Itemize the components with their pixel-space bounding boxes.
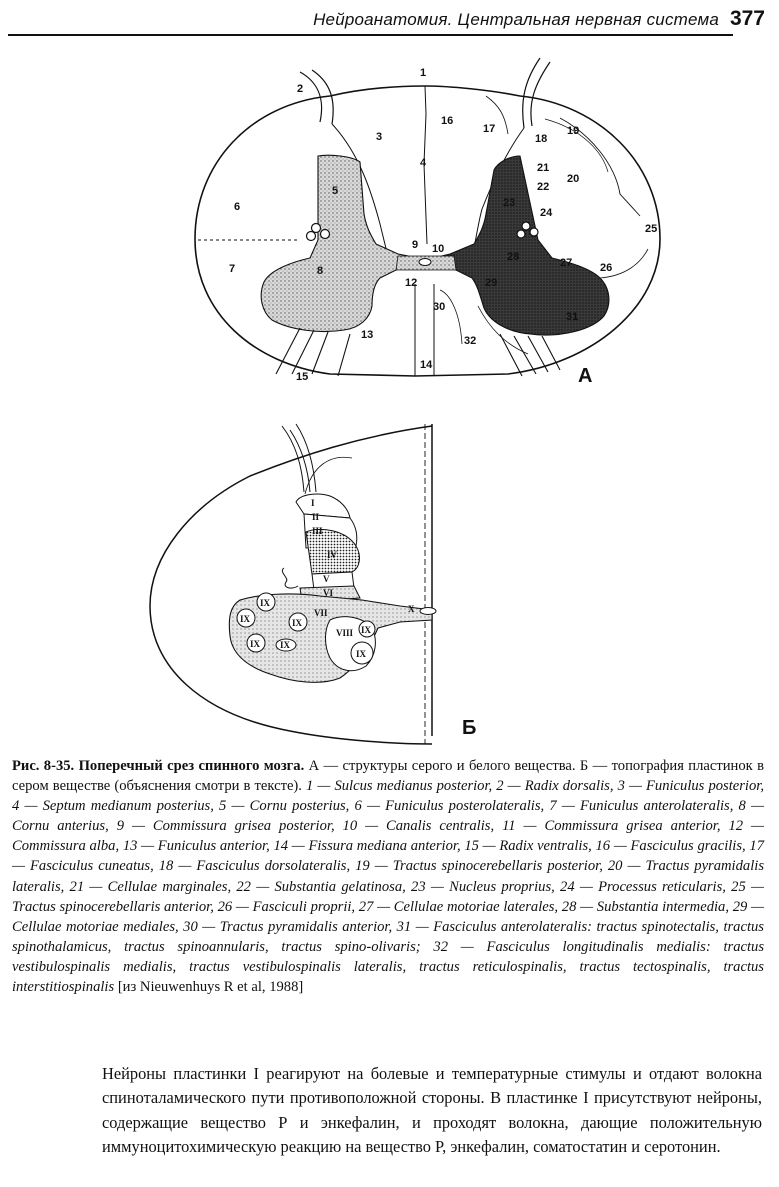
running-title: Нейроанатомия. Центральная нервная систе… [313, 10, 719, 30]
lamina-label-VIII: VIII [336, 628, 354, 638]
label-23: 23 [503, 197, 515, 209]
label-12: 12 [405, 277, 417, 289]
lamina-label-VII: VII [314, 608, 328, 618]
figure-shape [420, 608, 436, 615]
lamina-label-I: I [311, 498, 315, 508]
page-number: 377 [730, 7, 765, 31]
label-5: 5 [332, 185, 338, 197]
figure-a-letter: А [578, 365, 592, 387]
lamina-label-IV: IV [327, 550, 338, 560]
label-15: 15 [296, 371, 308, 383]
grey-matter-right [438, 156, 609, 335]
label-6: 6 [234, 201, 240, 213]
label-1: 1 [420, 67, 426, 79]
label-14: 14 [420, 359, 433, 371]
dorsal-root-right [523, 58, 550, 128]
lamina-label-VI: VI [323, 588, 333, 598]
figure-a-spinal-cord-section: 1 2 3 4 5 6 7 8 9 10 12 13 14 15 16 17 1… [0, 44, 779, 394]
label-17: 17 [483, 123, 495, 135]
figure-shape [517, 230, 525, 238]
lamina-label-V: V [323, 574, 330, 584]
figure-shape [321, 230, 330, 239]
label-13: 13 [361, 329, 373, 341]
figure-shape [282, 568, 298, 588]
label-2: 2 [297, 83, 303, 95]
central-canal [419, 259, 431, 266]
cord-outline [195, 86, 660, 376]
caption-legend: 1 — Sulcus medianus posterior, 2 — Radix… [12, 778, 764, 995]
label-18: 18 [535, 133, 547, 145]
label-9: 9 [412, 239, 418, 251]
grey-matter-left [261, 155, 412, 331]
header-rule [8, 34, 733, 36]
label-20: 20 [567, 173, 579, 185]
lamina-label-IX-3: IX [292, 618, 303, 628]
label-28: 28 [507, 251, 519, 263]
body-paragraph: Нейроны пластинки I реагируют на болевые… [102, 1062, 762, 1160]
label-32: 32 [464, 335, 476, 347]
figure-caption: Рис. 8-35. Поперечный срез спинного мозг… [12, 756, 764, 997]
lamina-label-IX-4: IX [250, 639, 261, 649]
lamina-label-II: II [312, 512, 320, 522]
label-24: 24 [540, 207, 553, 219]
label-27: 27 [560, 257, 572, 269]
lamina-label-IX-6: IX [361, 625, 372, 635]
lamina-label-III: III [312, 526, 323, 536]
label-19: 19 [567, 125, 579, 137]
label-3: 3 [376, 131, 382, 143]
hemicord-outline [150, 424, 432, 744]
dorsal-root-left [300, 70, 333, 124]
figure-shape [522, 222, 530, 230]
label-25: 25 [645, 223, 657, 235]
figure-a-labels: 1 2 3 4 5 6 7 8 9 10 12 13 14 15 16 17 1… [229, 67, 657, 383]
label-21: 21 [537, 162, 549, 174]
label-22: 22 [537, 181, 549, 193]
lamina-label-IX-1: IX [260, 598, 271, 608]
figure-shape [530, 228, 538, 236]
figure-shape [440, 290, 462, 344]
label-29: 29 [485, 277, 497, 289]
label-4: 4 [420, 157, 427, 169]
label-7: 7 [229, 263, 235, 275]
page-header: Нейроанатомия. Центральная нервная систе… [0, 6, 779, 38]
lamina-label-IX-5: IX [280, 640, 291, 650]
label-8: 8 [317, 265, 323, 277]
ventral-root-left [276, 328, 350, 376]
figure-b-letter: Б [462, 717, 476, 739]
label-16: 16 [441, 115, 453, 127]
figure-shape [307, 232, 316, 241]
lamina-label-IX-7: IX [356, 649, 367, 659]
label-10: 10 [432, 243, 444, 255]
label-31: 31 [566, 311, 578, 323]
caption-lead: Рис. 8-35. Поперечный срез спинного мозг… [12, 758, 304, 774]
lamina-label-IX-2: IX [240, 614, 251, 624]
figure-shape [312, 224, 321, 233]
lamina-label-X: X [408, 604, 415, 614]
label-30: 30 [433, 301, 445, 313]
figure-b-laminae: I II III IV V VI VII VIII IX IX IX IX IX… [0, 396, 779, 751]
caption-source: [из Nieuwenhuys R et al, 1988] [114, 979, 303, 995]
label-26: 26 [600, 262, 612, 274]
